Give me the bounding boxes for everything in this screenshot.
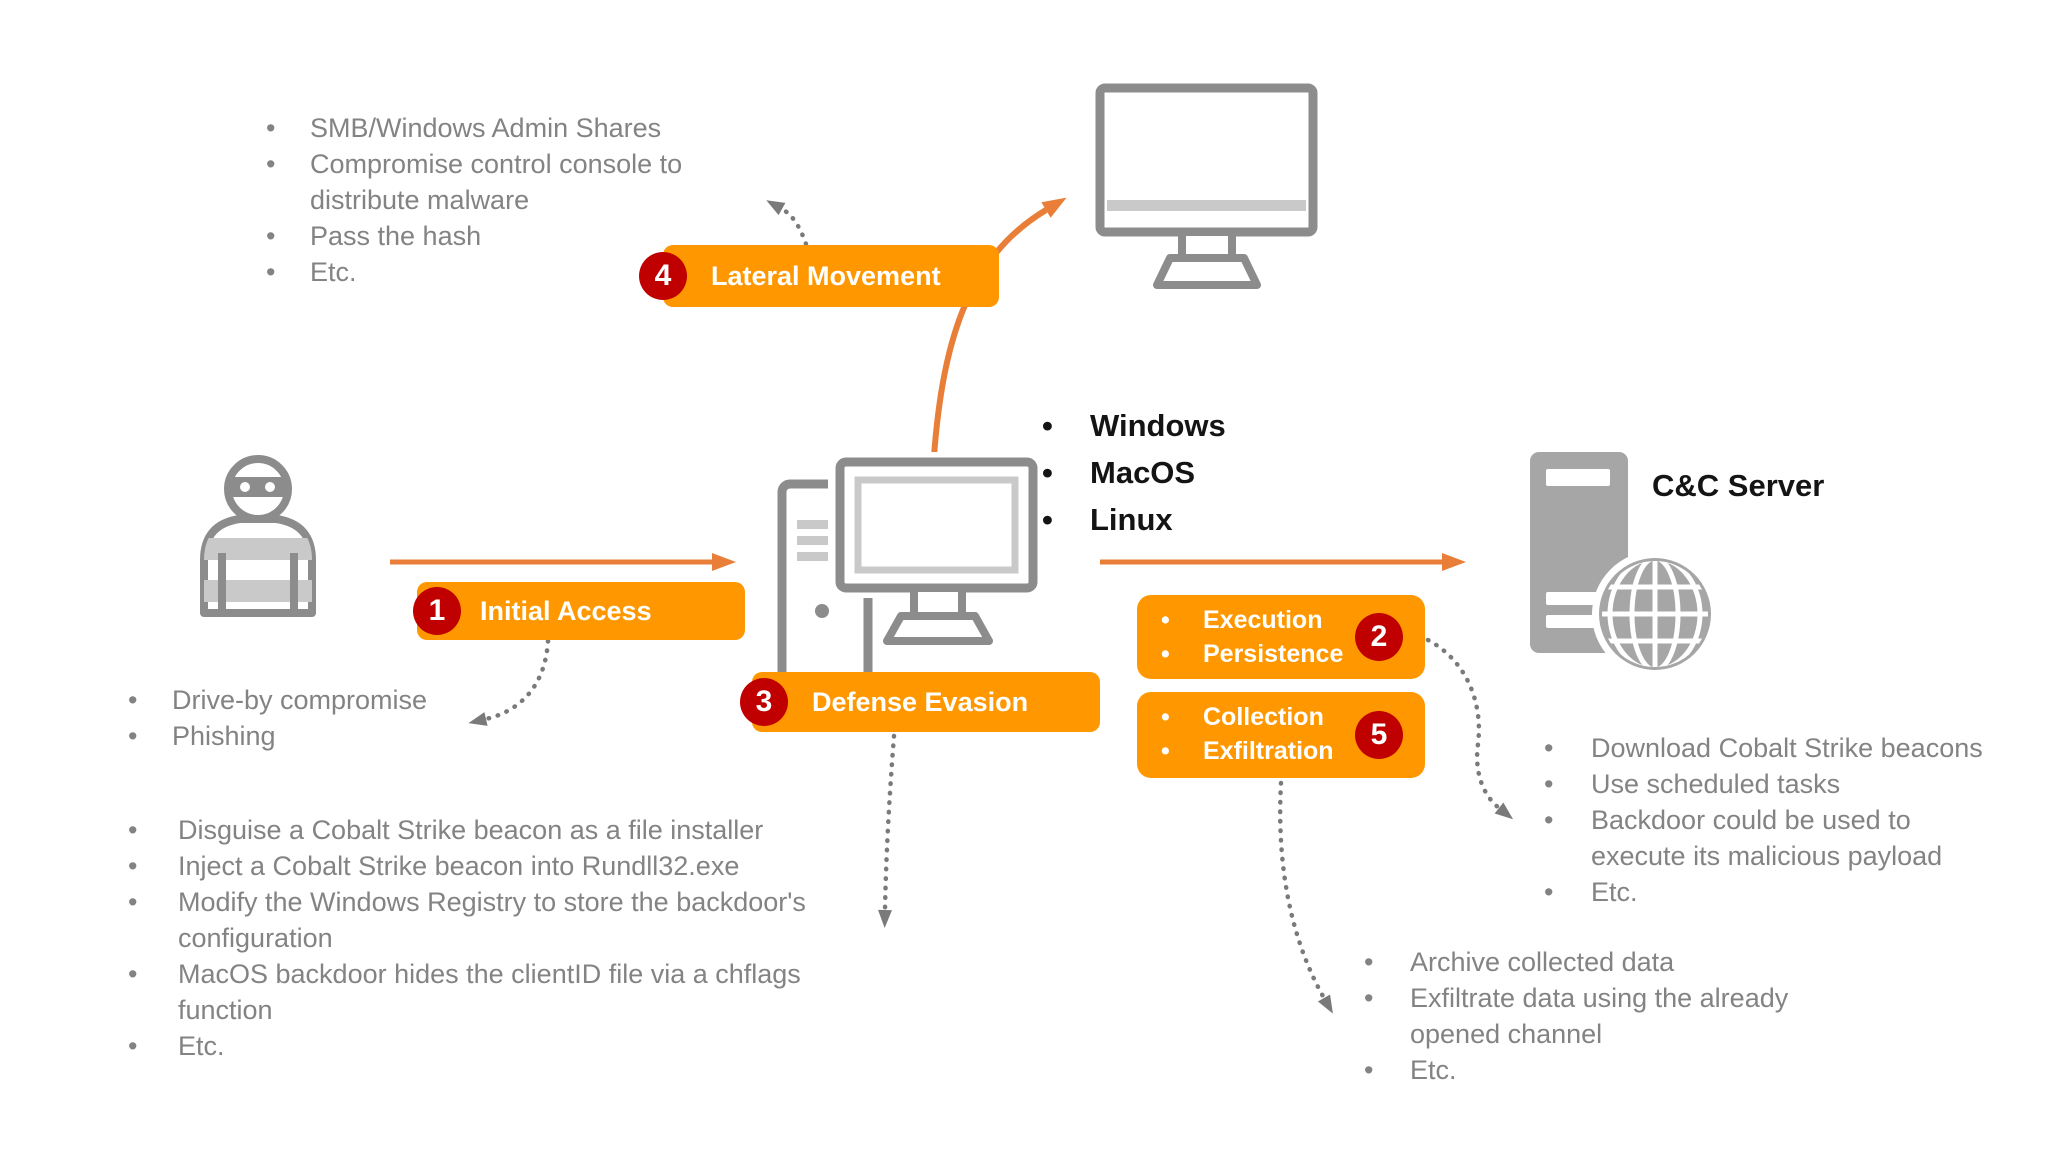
arrow-victim-to-lateral-target (930, 197, 1067, 471)
list-item: Use scheduled tasks (1528, 766, 2001, 802)
list-item: Drive-by compromise (112, 682, 572, 718)
stage-label-text: Initial Access (480, 595, 652, 626)
dotted-arrow-lateral-to-list (766, 200, 809, 247)
list-item: Disguise a Cobalt Strike beacon as a fil… (112, 812, 838, 848)
dotted-arrow-defense-to-list (878, 733, 897, 928)
list-item: MacOS backdoor hides the clientID file v… (112, 956, 838, 1028)
defense-evasion-techniques-list: Disguise a Cobalt Strike beacon as a fil… (112, 812, 838, 1064)
stage-number-badge: 5 (1355, 711, 1403, 759)
cc-server-title: C&C Server (1652, 468, 1825, 503)
os-item: Windows (1030, 402, 1330, 449)
solid-orange-arrows (390, 197, 1466, 571)
stage-box-collection-exfiltration: Collection Exfiltration 5 (1137, 692, 1425, 778)
list-item: Download Cobalt Strike beacons (1528, 730, 2001, 766)
list-item: Etc. (1348, 1052, 1870, 1088)
dotted-arrow-collection-to-list (1277, 780, 1333, 1014)
victim-os-list: Windows MacOS Linux (1030, 402, 1330, 543)
list-item: Archive collected data (1348, 944, 1870, 980)
stage-label-text: Defense Evasion (812, 686, 1029, 717)
stage-label-lateral-movement: 4 Lateral Movement (639, 245, 999, 307)
list-item: Pass the hash (250, 218, 702, 254)
list-item: Etc. (112, 1028, 838, 1064)
stage-label-text: Collection (1137, 700, 1425, 734)
stage-number-badge: 3 (740, 678, 788, 726)
hacker-icon (200, 455, 316, 617)
stage-number-badge: 4 (639, 252, 687, 300)
stage-number-badge: 2 (1355, 613, 1403, 661)
execution-persistence-techniques-list: Download Cobalt Strike beacons Use sched… (1528, 730, 2001, 910)
list-item: SMB/Windows Admin Shares (250, 110, 702, 146)
os-item: Linux (1030, 496, 1330, 543)
stage-number-badge: 1 (413, 587, 461, 635)
list-item: Modify the Windows Registry to store the… (112, 884, 838, 956)
stage-label-text: Execution (1137, 603, 1425, 637)
stage-box-labels: Execution Persistence (1137, 595, 1425, 671)
list-item: Compromise control console to distribute… (250, 146, 702, 218)
collection-exfiltration-techniques-list: Archive collected data Exfiltrate data u… (1348, 944, 1870, 1088)
initial-access-techniques-list: Drive-by compromise Phishing (112, 682, 572, 754)
stage-label-text: Lateral Movement (711, 260, 941, 291)
desktop-computer-icon (777, 452, 1044, 703)
list-item: Etc. (1528, 874, 2001, 910)
lateral-movement-techniques-list: SMB/Windows Admin Shares Compromise cont… (250, 110, 702, 290)
stage-box-execution-persistence: Execution Persistence 2 (1137, 595, 1425, 679)
stage-label-initial-access: 1 Initial Access (413, 582, 745, 640)
stage-label-defense-evasion: 3 Defense Evasion (740, 672, 1100, 732)
list-item: Exfiltrate data using the already opened… (1348, 980, 1870, 1052)
dotted-arrow-execution-to-list (1425, 637, 1514, 820)
list-item: Inject a Cobalt Strike beacon into Rundl… (112, 848, 838, 884)
stage-box-labels: Collection Exfiltration (1137, 692, 1425, 768)
stage-label-text: Persistence (1137, 637, 1425, 671)
list-item: Phishing (112, 718, 572, 754)
monitor-icon (1095, 83, 1318, 289)
server-globe-icon (1530, 452, 1718, 677)
os-item: MacOS (1030, 449, 1330, 496)
list-item: Backdoor could be used to execute its ma… (1528, 802, 2001, 874)
list-item: Etc. (250, 254, 702, 290)
stage-label-text: Exfiltration (1137, 734, 1425, 768)
